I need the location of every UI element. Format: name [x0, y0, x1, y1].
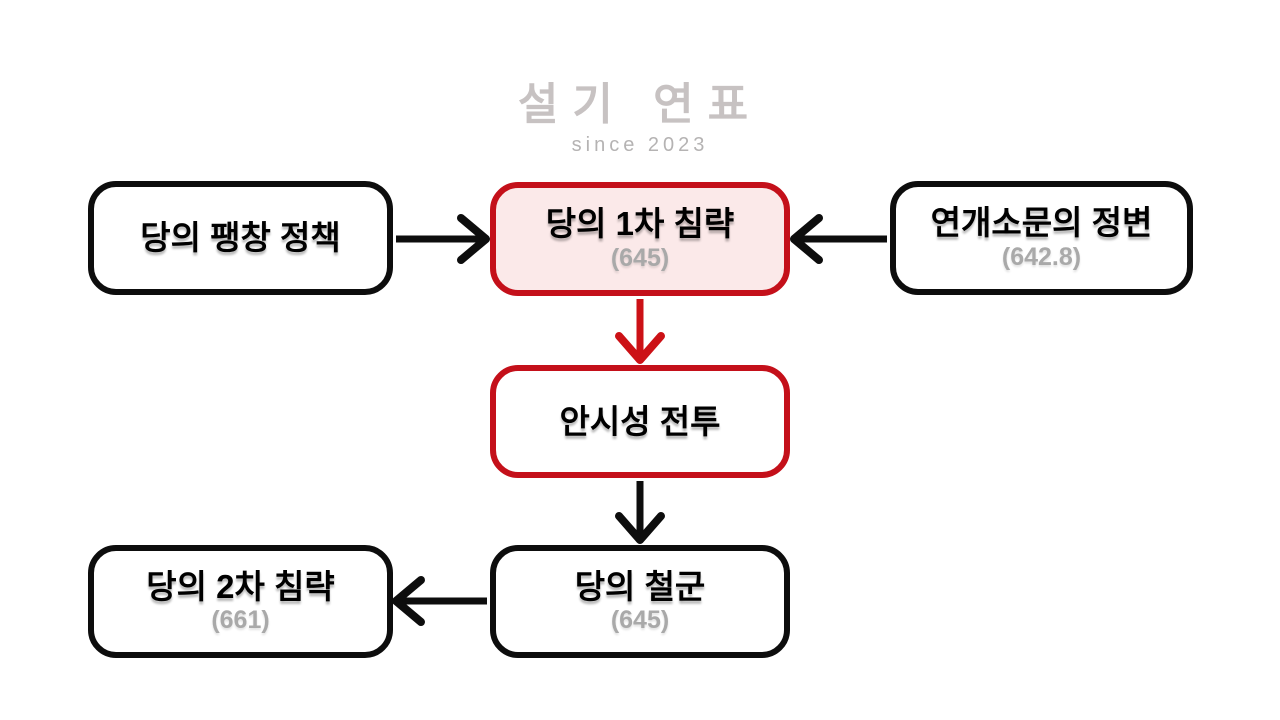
node-title: 당의 1차 침략 [545, 205, 735, 243]
node-title: 당의 철군 [574, 567, 706, 605]
arrow-coup-to-invasion1 [790, 214, 887, 264]
node-tang-first-invasion: 당의 1차 침략 (645) [490, 182, 790, 296]
arrow-withdrawal-to-invasion2 [392, 576, 487, 626]
arrow-expansion-to-invasion1 [396, 214, 490, 264]
arrow-invasion1-to-ansi [615, 299, 665, 364]
watermark-subtitle: since 2023 [571, 134, 709, 156]
node-yeon-gaesomun-coup: 연개소문의 정변 (642.8) [890, 181, 1193, 295]
watermark: 설기 연표 since 2023 [0, 68, 1280, 157]
node-title: 당의 2차 침략 [146, 567, 335, 605]
node-tang-expansion-policy: 당의 팽창 정책 [88, 181, 393, 295]
node-tang-withdrawal: 당의 철군 (645) [490, 545, 790, 658]
node-title: 당의 팽창 정책 [140, 219, 341, 257]
node-ansi-fortress-battle: 안시성 전투 [490, 365, 790, 478]
node-year: (642.8) [1001, 242, 1082, 271]
node-title: 연개소문의 정변 [930, 204, 1153, 242]
node-year: (645) [610, 243, 670, 272]
node-year: (661) [211, 606, 270, 635]
node-tang-second-invasion: 당의 2차 침략 (661) [88, 545, 393, 658]
node-title: 안시성 전투 [559, 402, 721, 440]
watermark-logo-text: 설기 연표 [517, 80, 763, 129]
node-year: (645) [610, 606, 670, 635]
arrow-ansi-to-withdrawal [615, 481, 665, 544]
